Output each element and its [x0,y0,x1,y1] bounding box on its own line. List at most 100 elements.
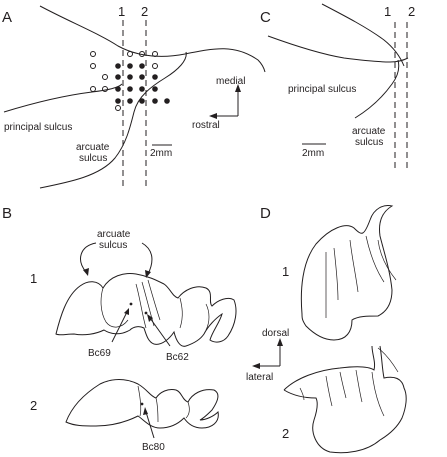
brain-outline-c [321,3,405,67]
section-1-fold [100,287,129,328]
electrode-site-bc80 [140,402,144,406]
section-2-label-b: 2 [30,398,37,413]
open-site-marker [152,51,158,57]
medial-label: medial [216,76,245,87]
bc62-label: Bc62 [166,352,189,363]
filled-site-marker [115,74,121,80]
arcuate-arrowhead-left [83,268,89,276]
bc80-label: Bc80 [142,442,165,453]
arcuate-sulcus-line-a [39,51,187,189]
arcuate-label-line1-b: arcuate [97,229,131,240]
filled-site-marker [152,74,158,80]
section-1-fold-d [333,247,339,301]
bc69-pointer [111,311,128,343]
filled-site-marker [127,63,133,69]
bc80-pointer [145,411,155,439]
principal-sulcus-line-a [3,83,123,113]
arcuate-arrow-left [80,242,97,273]
section-2-fold-d [371,371,385,417]
arcuate-label-line1-a: arcuate [76,142,110,153]
section-1-label-d: 1 [282,264,289,279]
principal-sulcus-label-a: principal sulcus [4,122,72,133]
filled-site-marker [164,98,170,104]
arcuate-sulcus-line-c [354,59,400,119]
panel-c-label: C [260,9,271,26]
section-1-fold [147,279,161,321]
filled-site-marker [115,63,121,69]
section-2-label-d: 2 [282,426,289,441]
open-site-marker [139,51,145,57]
panel-b-label: B [2,205,12,222]
open-site-markers [90,51,158,111]
open-site-marker [90,63,96,69]
lateral-label: lateral [246,372,273,383]
section-1-outline-d [300,205,394,341]
section-line-2-label-a: 2 [141,4,148,19]
filled-site-marker [139,63,145,69]
bc62-pointer [149,317,171,347]
open-site-marker [152,63,158,69]
section-1-fold [179,297,183,329]
arcuate-arrowhead-right [145,270,151,278]
section-1-outline-b [55,273,237,347]
arcuate-label-line2-b: sulcus [99,240,127,251]
section-1-fold [205,303,210,331]
open-site-marker [102,74,108,80]
panel-d: D 1 2 [260,205,407,454]
panel-a-label: A [2,9,12,26]
scale-bar-label-c: 2mm [302,148,324,159]
brain-outline-a [39,5,266,73]
section-2-fold-d [355,369,363,403]
open-site-marker [90,51,96,57]
section-2-outline-d [283,345,407,454]
section-1-fold-d [349,239,359,293]
filled-site-marker [115,98,121,104]
electrode-site-bc69 [129,302,133,306]
filled-site-markers [115,63,170,104]
principal-sulcus-label-c: principal sulcus [288,84,356,95]
medial-arrowhead [235,84,241,92]
orientation-axes-b: dorsal lateral [246,328,289,383]
lateral-arrowhead [252,363,260,369]
principal-sulcus-line-c [267,35,409,63]
filled-site-marker [115,86,121,92]
section-line-1-label-c: 1 [384,4,391,19]
section-2-outline-b [65,379,219,429]
filled-site-marker [139,98,145,104]
filled-site-marker [127,86,133,92]
arcuate-label-line2-c: sulcus [355,137,383,148]
open-site-marker [102,86,108,92]
filled-site-marker [127,74,133,80]
panel-a: A 1 2 [2,4,266,190]
bc62-arrowhead [147,314,153,322]
section-1-fold [135,283,147,329]
filled-site-marker [139,74,145,80]
open-site-marker [127,51,133,57]
dorsal-label: dorsal [262,328,289,339]
panel-c: C 1 2 principal sulcus arcuate sulcus 2m… [260,3,415,170]
bc69-label: Bc69 [88,348,111,359]
arcuate-label-line2-a: sulcus [79,153,107,164]
section-2-fold-d [377,347,399,373]
scale-bar-label-a: 2mm [150,148,172,159]
bc80-arrowhead [143,407,148,415]
dorsal-arrowhead [277,338,283,346]
rostral-label: rostral [192,120,220,131]
section-2-fold [155,397,159,423]
bc69-arrowhead [124,308,129,315]
section-1-fold-d [377,239,397,281]
open-site-marker [115,105,121,111]
panel-d-label: D [260,205,271,222]
section-1-fold-d [365,235,385,283]
section-1-label-b: 1 [30,271,37,286]
filled-site-marker [139,86,145,92]
section-2-fold [185,401,190,419]
section-2-fold-d [299,387,305,401]
orientation-axes-a: medial rostral [192,76,245,131]
arcuate-label-line1-c: arcuate [352,126,386,137]
rostral-arrowhead [209,113,217,119]
arcuate-arrow-right [141,242,153,275]
panel-b: B arcuate sulcus 1 Bc69 Bc62 [2,205,289,453]
section-line-1-label-a: 1 [118,4,125,19]
